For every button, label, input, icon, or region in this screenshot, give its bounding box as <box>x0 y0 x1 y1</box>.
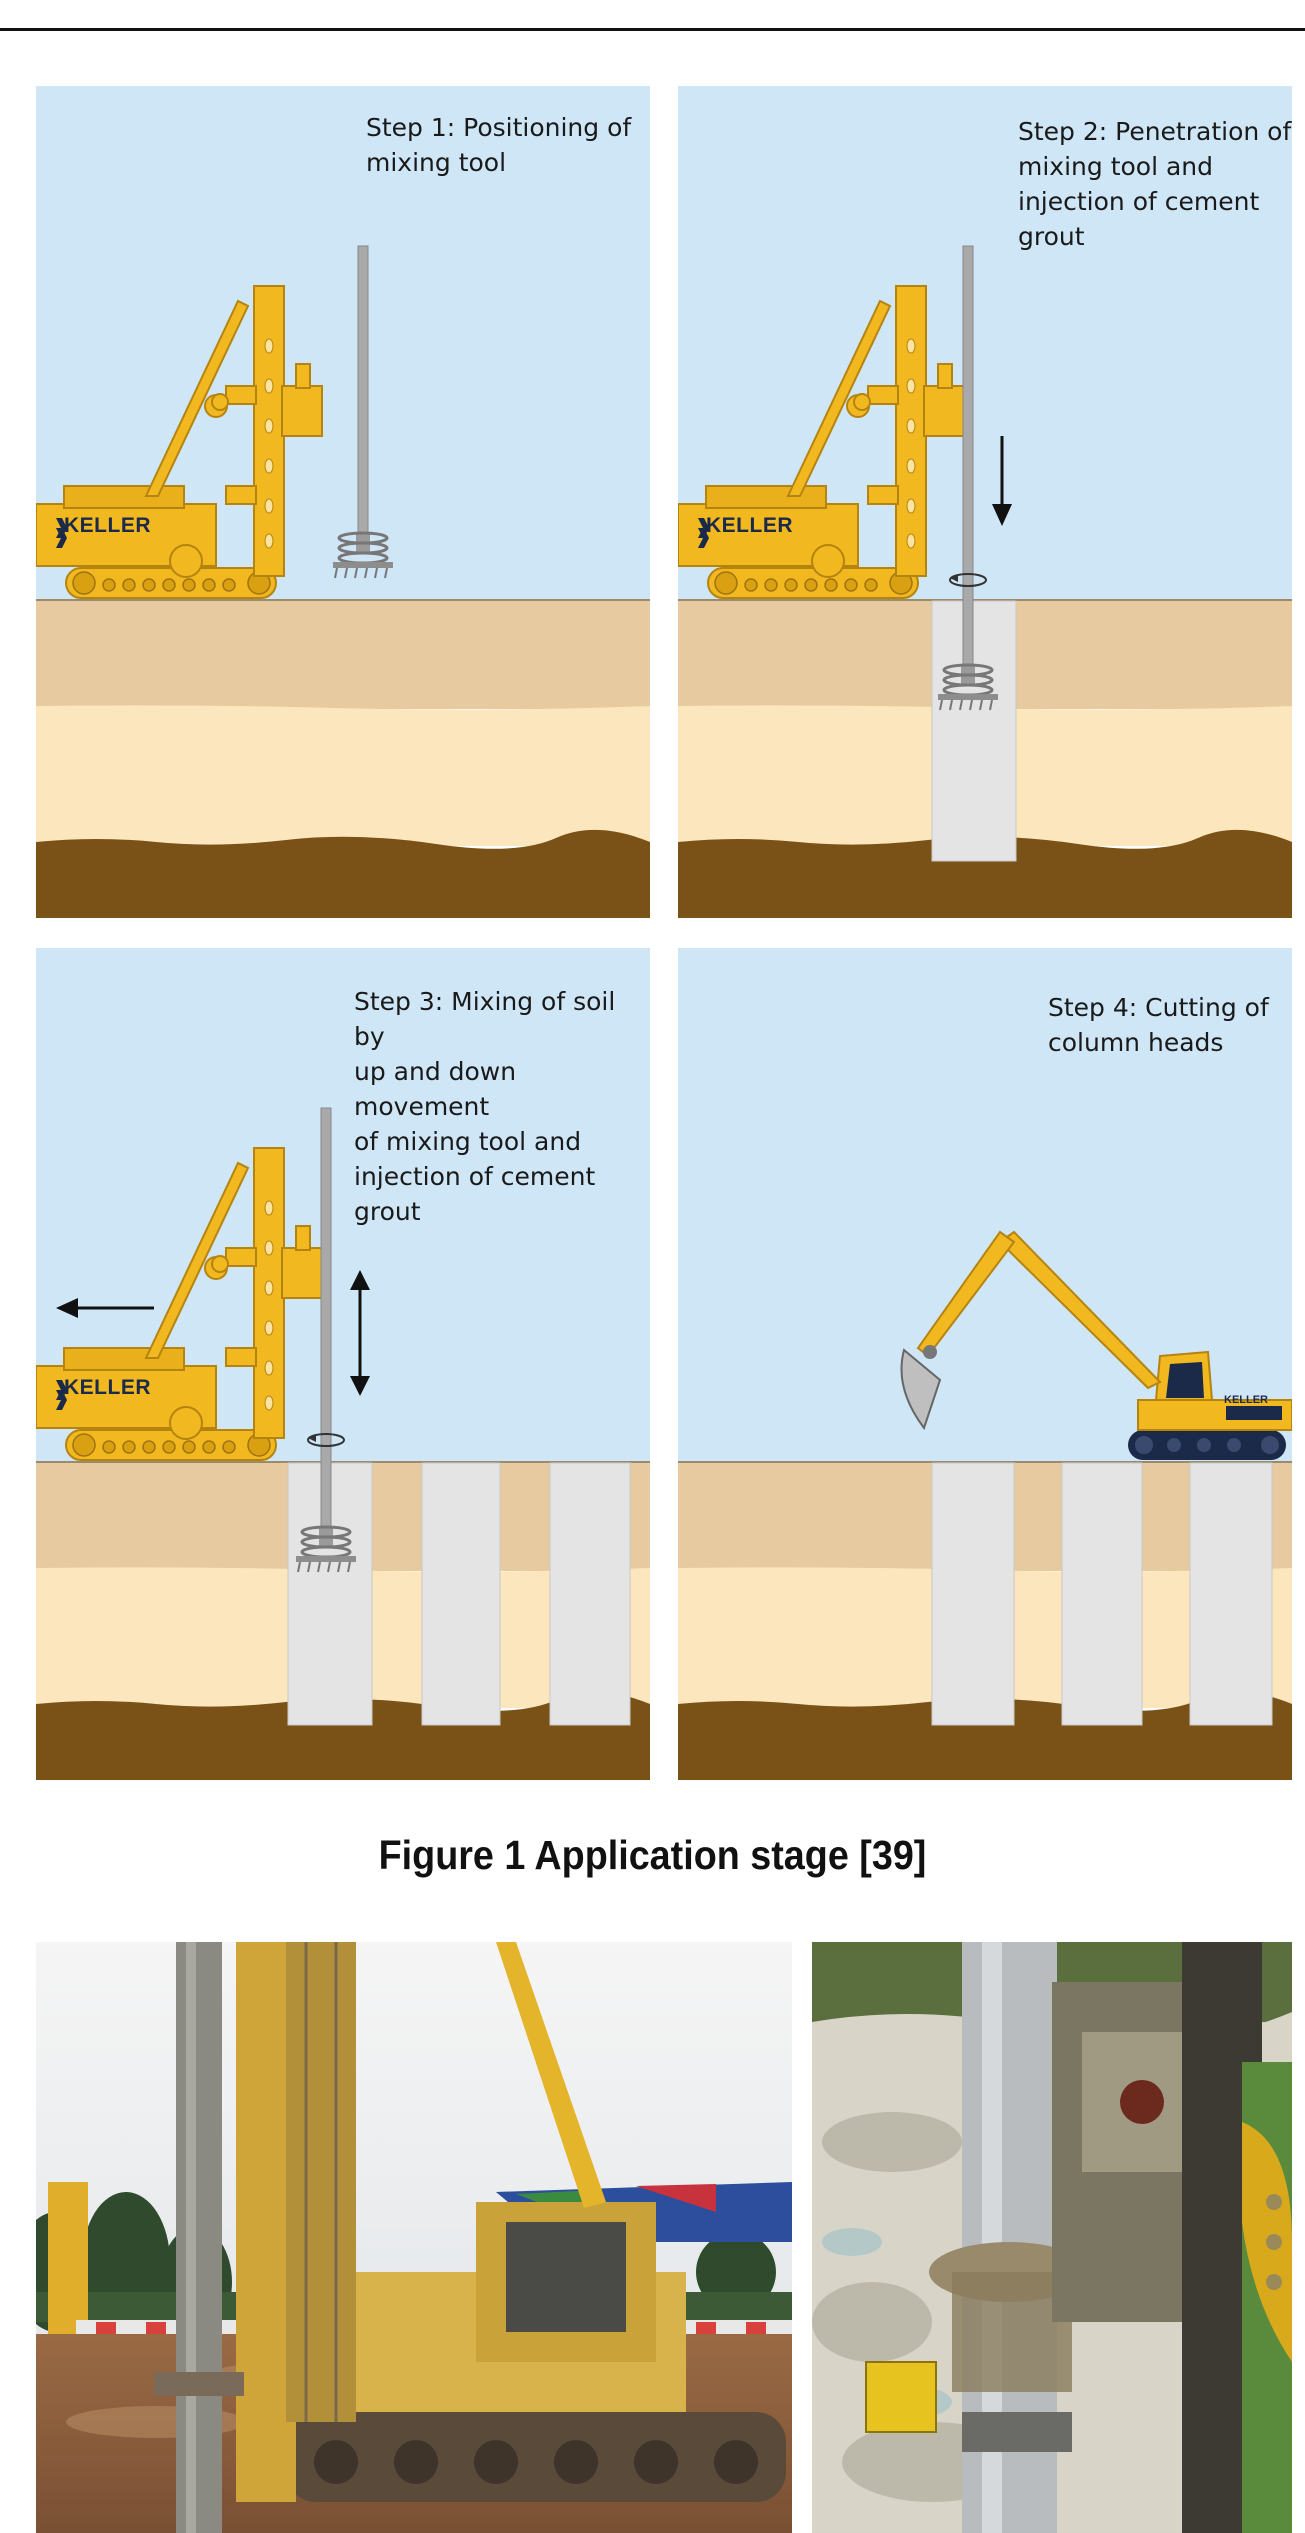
step-2-illustration <box>678 86 1292 918</box>
keller-logo-step3: KELLER <box>64 1376 151 1399</box>
keller-logo-step2: KELLER <box>706 514 793 537</box>
step-3-label: Step 3: Mixing of soil by up and down mo… <box>354 987 616 1226</box>
step-3-illustration <box>36 948 650 1780</box>
step-2-panel: Step 2: Penetration of mixing tool and i… <box>678 86 1292 918</box>
site-photo-mixing-tool <box>812 1942 1292 2533</box>
site-photo-mixing-tool-image <box>812 1942 1292 2533</box>
step-3-panel: Step 3: Mixing of soil by up and down mo… <box>36 948 650 1780</box>
site-photo-rig-image <box>36 1942 792 2533</box>
step-4-label: Step 4: Cutting of column heads <box>1048 993 1269 1057</box>
keller-logo-step1: KELLER <box>64 514 151 537</box>
keller-logo-step4: KELLER <box>1224 1394 1268 1406</box>
step-1-illustration <box>36 86 650 918</box>
step-1-panel: Step 1: Positioning of mixing tool <box>36 86 650 918</box>
step-4-panel: Step 4: Cutting of column heads <box>678 948 1292 1780</box>
step-1-label: Step 1: Positioning of mixing tool <box>366 113 632 177</box>
step-4-illustration <box>678 948 1292 1780</box>
step-2-label: Step 2: Penetration of mixing tool and i… <box>1018 117 1292 251</box>
top-rule <box>0 28 1305 31</box>
figure-caption: Figure 1 Application stage [39] <box>378 1832 927 1878</box>
excavator <box>900 1230 1292 1460</box>
site-photo-rig <box>36 1942 792 2533</box>
